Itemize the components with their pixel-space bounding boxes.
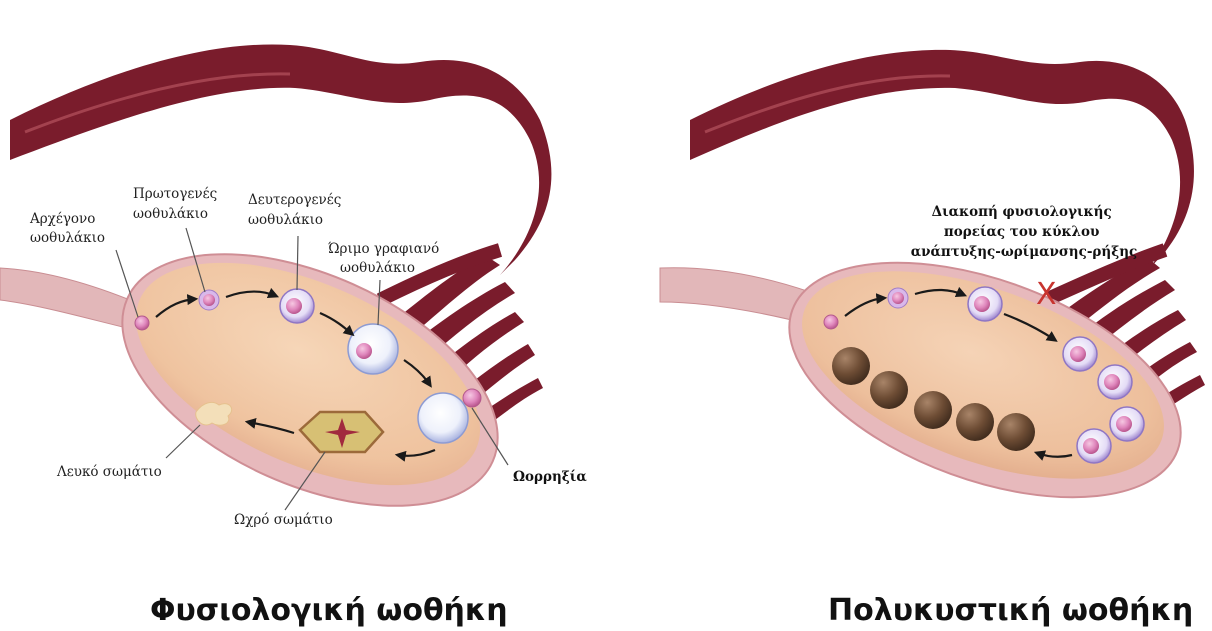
primary-follicle [199,290,219,310]
secondary-follicle-right [968,287,1002,321]
polycystic-ovary-panel: X Διακοπή φυσιολογικής πορείας του κύκλο… [660,50,1212,628]
label-corpus-albicans: Λευκό σωμάτιο [56,464,162,480]
secondary-follicle [280,289,314,323]
label-primordial-follicle: Αρχέγονο ωοθυλάκιο [29,211,105,246]
cyst [956,403,994,441]
primordial-follicle [135,316,149,330]
cyst [914,391,952,429]
label-primary-follicle: Πρωτογενές ωοθυλάκιο [133,186,221,222]
panel-title-polycystic: Πολυκυστική ωοθήκη [828,593,1193,628]
label-secondary-follicle: Δευτερογενές ωοθυλάκιο [248,192,346,228]
label-corpus-luteum: Ωχρό σωμάτιο [234,512,333,528]
panel-title-normal: Φυσιολογική ωοθήκη [150,593,508,628]
corpus-albicans [196,402,232,425]
arrested-follicle [1063,337,1097,371]
cyst [870,371,908,409]
interruption-cross-icon: X [1036,277,1057,312]
primary-follicle-right [888,288,908,308]
arrested-follicle [1077,429,1111,463]
graafian-follicle [348,324,398,374]
normal-ovary-panel: Αρχέγονο ωοθυλάκιο Πρωτογενές ωοθυλάκιο … [0,44,587,628]
arrested-follicle [1098,365,1132,399]
primordial-follicle-right [824,315,838,329]
ovarian-ligament-right [660,268,812,325]
cyst [832,347,870,385]
label-ovulation: Ωορρηξία [513,469,587,485]
arrested-follicle [1110,407,1144,441]
ovarian-ligament [0,268,135,330]
interruption-note: Διακοπή φυσιολογικής πορείας του κύκλου … [911,204,1138,260]
cyst [997,413,1035,451]
